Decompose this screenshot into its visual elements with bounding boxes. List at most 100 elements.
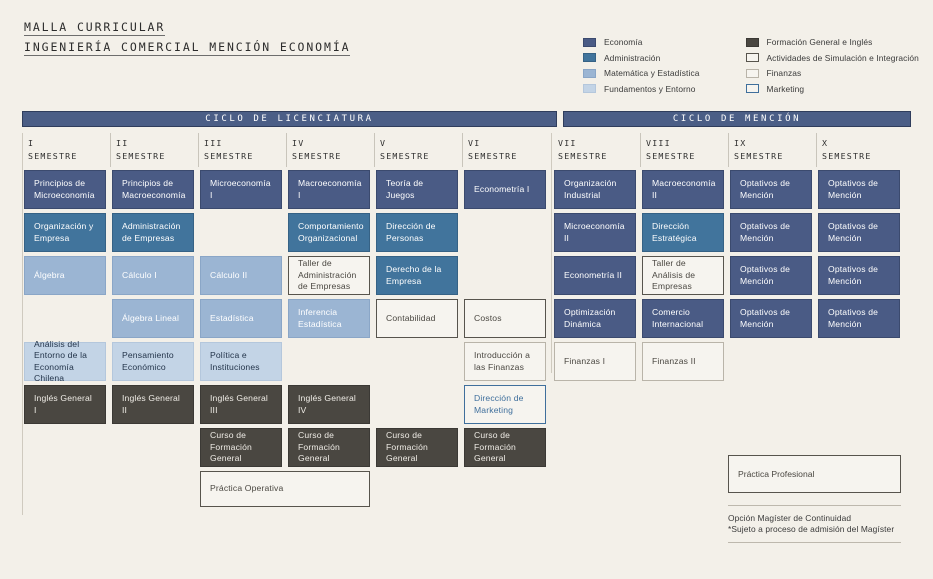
course-box-introduccion-a-las-finanzas[interactable]: Introducción a las Finanzas [464, 342, 546, 381]
legend-item-matematica: Matemática y Estadística [583, 67, 700, 79]
course-box-curso-formacion-general-v[interactable]: Curso de Formación General [376, 428, 458, 467]
column-separator-4 [374, 133, 375, 167]
rail-licenciatura-left [22, 133, 23, 515]
course-box-optativo-mencion-ix-1[interactable]: Optativos de Mención [730, 170, 812, 209]
semester-roman-6: VI [468, 138, 481, 148]
course-box-practica-profesional[interactable]: Práctica Profesional [728, 455, 901, 493]
course-label: Macroeconomía I [298, 178, 362, 200]
course-box-derecho-de-la-empresa[interactable]: Derecho de la Empresa [376, 256, 458, 295]
legend-swatch-simulacion-icon [745, 53, 759, 62]
course-box-taller-de-analisis-de-empresas[interactable]: Taller de Análisis de Empresas [642, 256, 724, 295]
course-box-curso-formacion-general-iv[interactable]: Curso de Formación General [288, 428, 370, 467]
course-label: Teoría de Juegos [386, 178, 424, 200]
course-label: Contabilidad [386, 312, 436, 323]
course-box-practica-operativa[interactable]: Práctica Operativa [200, 471, 370, 507]
legend-label-formacion-general: Formación General e Inglés [766, 37, 873, 47]
course-label: Optativos de Mención [740, 178, 791, 200]
course-label: Dirección de Personas [386, 221, 436, 243]
course-label: Cálculo I [122, 269, 157, 280]
legend-item-marketing: Marketing [745, 83, 919, 95]
course-box-contabilidad[interactable]: Contabilidad [376, 299, 458, 338]
legend-item-fundamentos: Fundamentos y Entorno [583, 83, 700, 95]
semester-word-9: SEMESTRE [734, 151, 784, 161]
course-box-optativo-mencion-ix-3[interactable]: Optativos de Mención [730, 256, 812, 295]
course-box-macroeconomia-ii[interactable]: Macroeconomía II [642, 170, 724, 209]
semester-word-4: SEMESTRE [292, 151, 342, 161]
course-box-organizacion-industrial[interactable]: Organización Industrial [554, 170, 636, 209]
course-box-optativo-mencion-x-1[interactable]: Optativos de Mención [818, 170, 900, 209]
course-box-principios-de-microeconomia[interactable]: Principios de Microeconomía [24, 170, 106, 209]
semester-header-5: V SEMESTRE [380, 137, 464, 163]
course-box-algebra[interactable]: Álgebra [24, 256, 106, 295]
course-box-algebra-lineal[interactable]: Álgebra Lineal [112, 299, 194, 338]
column-separator-5 [462, 133, 463, 167]
semester-roman-4: IV [292, 138, 305, 148]
course-box-inferencia-estadistica[interactable]: Inferencia Estadística [288, 299, 370, 338]
course-label: Principios de Microeconomía [34, 178, 95, 200]
legend-label-matematica: Matemática y Estadística [604, 68, 700, 78]
course-box-microeconomia-ii[interactable]: Microeconomía II [554, 213, 636, 252]
course-box-econometria-i[interactable]: Econometría I [464, 170, 546, 209]
notes-rule-top [728, 505, 901, 506]
course-box-analisis-entorno-economia-chilena[interactable]: Análisis del Entorno de la Economía Chil… [24, 339, 106, 383]
course-label: Optimización Dinámica [564, 307, 616, 329]
course-box-ingles-general-iii[interactable]: Inglés General III [200, 385, 282, 424]
course-box-pensamiento-economico[interactable]: Pensamiento Económico [112, 342, 194, 381]
cycle-band-licenciatura: CICLO DE LICENCIATURA [22, 111, 557, 127]
course-box-optativo-mencion-x-4[interactable]: Optativos de Mención [818, 299, 900, 338]
course-box-administracion-de-empresas[interactable]: Administración de Empresas [112, 213, 194, 252]
course-box-macroeconomia-i[interactable]: Macroeconomía I [288, 170, 370, 209]
course-box-direccion-de-marketing[interactable]: Dirección de Marketing [464, 385, 546, 424]
course-box-curso-formacion-general-vi[interactable]: Curso de Formación General [464, 428, 546, 467]
course-label: Taller de Administración de Empresas [298, 258, 357, 292]
course-label: Organización Industrial [564, 178, 617, 200]
course-box-principios-de-macroeconomia[interactable]: Principios de Macroeconomía [112, 170, 194, 209]
note-magister-admision: *Sujeto a proceso de admisión del Magíst… [728, 524, 895, 534]
course-box-optativo-mencion-ix-2[interactable]: Optativos de Mención [730, 213, 812, 252]
course-box-finanzas-ii[interactable]: Finanzas II [642, 342, 724, 381]
course-label: Optativos de Mención [740, 221, 791, 243]
semester-roman-1: I [28, 138, 35, 148]
course-box-calculo-i[interactable]: Cálculo I [112, 256, 194, 295]
semester-header-10: X SEMESTRE [822, 137, 906, 163]
course-box-comercio-internacional[interactable]: Comercio Internacional [642, 299, 724, 338]
course-box-ingles-general-iv[interactable]: Inglés General IV [288, 385, 370, 424]
course-box-teoria-de-juegos[interactable]: Teoría de Juegos [376, 170, 458, 209]
semester-roman-2: II [116, 138, 129, 148]
legend-label-marketing: Marketing [766, 83, 805, 94]
column-separator-3 [286, 133, 287, 167]
course-box-microeconomia-i[interactable]: Microeconomía I [200, 170, 282, 209]
course-box-optimizacion-dinamica[interactable]: Optimización Dinámica [554, 299, 636, 338]
legend-label-administracion: Administración [604, 52, 661, 63]
course-box-optativo-mencion-x-2[interactable]: Optativos de Mención [818, 213, 900, 252]
legend-label-fundamentos: Fundamentos y Entorno [604, 83, 696, 94]
course-box-costos[interactable]: Costos [464, 299, 546, 338]
course-box-direccion-de-personas[interactable]: Dirección de Personas [376, 213, 458, 252]
course-label: Taller de Análisis de Empresas [652, 258, 696, 292]
legend-item-administracion: Administración [583, 52, 700, 64]
course-box-direccion-estrategica[interactable]: Dirección Estratégica [642, 213, 724, 252]
course-box-ingles-general-i[interactable]: Inglés General I [24, 385, 106, 424]
legend-column-right: Formación General e Inglés Actividades d… [745, 36, 919, 95]
course-box-comportamiento-organizacional[interactable]: Comportamiento Organizacional [288, 213, 370, 252]
course-box-curso-formacion-general-iii[interactable]: Curso de Formación General [200, 428, 282, 467]
course-label: Dirección Estratégica [652, 221, 697, 243]
course-box-optativo-mencion-x-3[interactable]: Optativos de Mención [818, 256, 900, 295]
legend-swatch-marketing-icon [745, 84, 759, 93]
legend-swatch-economia-icon [583, 37, 596, 47]
semester-word-1: SEMESTRE [28, 151, 78, 161]
course-box-calculo-ii[interactable]: Cálculo II [200, 256, 282, 295]
legend: Economía Administración Matemática y Est… [583, 36, 919, 95]
course-label: Comercio Internacional [652, 307, 704, 329]
course-box-optativo-mencion-ix-4[interactable]: Optativos de Mención [730, 299, 812, 338]
course-label: Inglés General IV [298, 393, 356, 415]
course-box-estadistica[interactable]: Estadística [200, 299, 282, 338]
legend-column-left: Economía Administración Matemática y Est… [583, 36, 700, 95]
course-box-ingles-general-ii[interactable]: Inglés General II [112, 385, 194, 424]
course-box-finanzas-i[interactable]: Finanzas I [554, 342, 636, 381]
course-box-taller-de-administracion-de-empresas[interactable]: Taller de Administración de Empresas [288, 256, 370, 295]
course-box-politica-e-instituciones[interactable]: Política e Instituciones [200, 342, 282, 381]
course-box-organizacion-y-empresa[interactable]: Organización y Empresa [24, 213, 106, 252]
course-label: Optativos de Mención [828, 307, 879, 329]
course-box-econometria-ii[interactable]: Econometría II [554, 256, 636, 295]
